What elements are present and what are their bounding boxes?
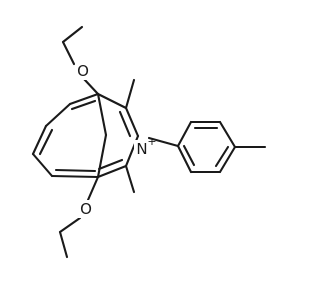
bond-ethoxy-bottom-o-c [86,175,100,202]
atom-n-center: N [136,140,147,158]
atom-bg-n-center [134,140,150,158]
atom-o-top: O [77,62,89,80]
bond-ring7-a [68,92,100,106]
atom-bg-o-top [75,62,91,80]
bond-ring5-b-inner [118,110,132,138]
bond-ethoxy-bottom-ch3 [58,230,69,259]
bond-ethoxy-top-ch3 [61,25,84,44]
bond-tolyl-d-inner [214,145,230,168]
bond-ethoxy-top-ch2 [61,40,76,66]
bond-methyl-bottom [124,164,136,194]
atom-bg-o-bottom [78,200,94,218]
bond-tolyl-f [176,144,193,174]
atom-o-bottom: O [80,200,92,218]
bond-ring7-e-inner [54,168,97,173]
bond-ring5-a [96,92,128,110]
bond-ring5-d-inner [97,158,124,171]
bond-methyl-top [124,78,136,110]
bond-ring-fusion-lower [96,133,108,179]
bond-tolyl-c [218,120,237,149]
atom-n-charge: + [147,135,156,148]
bond-ethoxy-bottom-ch2 [58,216,82,234]
bond-ring7-e [50,174,100,179]
bond-ring5-b [124,106,140,138]
bond-ring5-d [96,164,128,179]
bond-ring7-a-inner [70,99,97,111]
bond-ring7-c [31,124,48,156]
bond-tolyl-a [176,120,193,148]
structure-diagram: O O N + [31,25,267,259]
bond-tolyl-d [218,145,237,174]
bond-ring7-d [31,152,54,178]
bond-ethoxy-top-o-c [82,77,100,96]
bond-tolyl-f-inner [182,144,196,167]
bond-ring7-b [44,102,72,128]
bond-ring-fusion [96,92,108,137]
molecule-drawing: O O N + [31,25,267,259]
bond-ring7-c-inner [38,128,54,156]
bond-n-aryl [147,136,180,148]
